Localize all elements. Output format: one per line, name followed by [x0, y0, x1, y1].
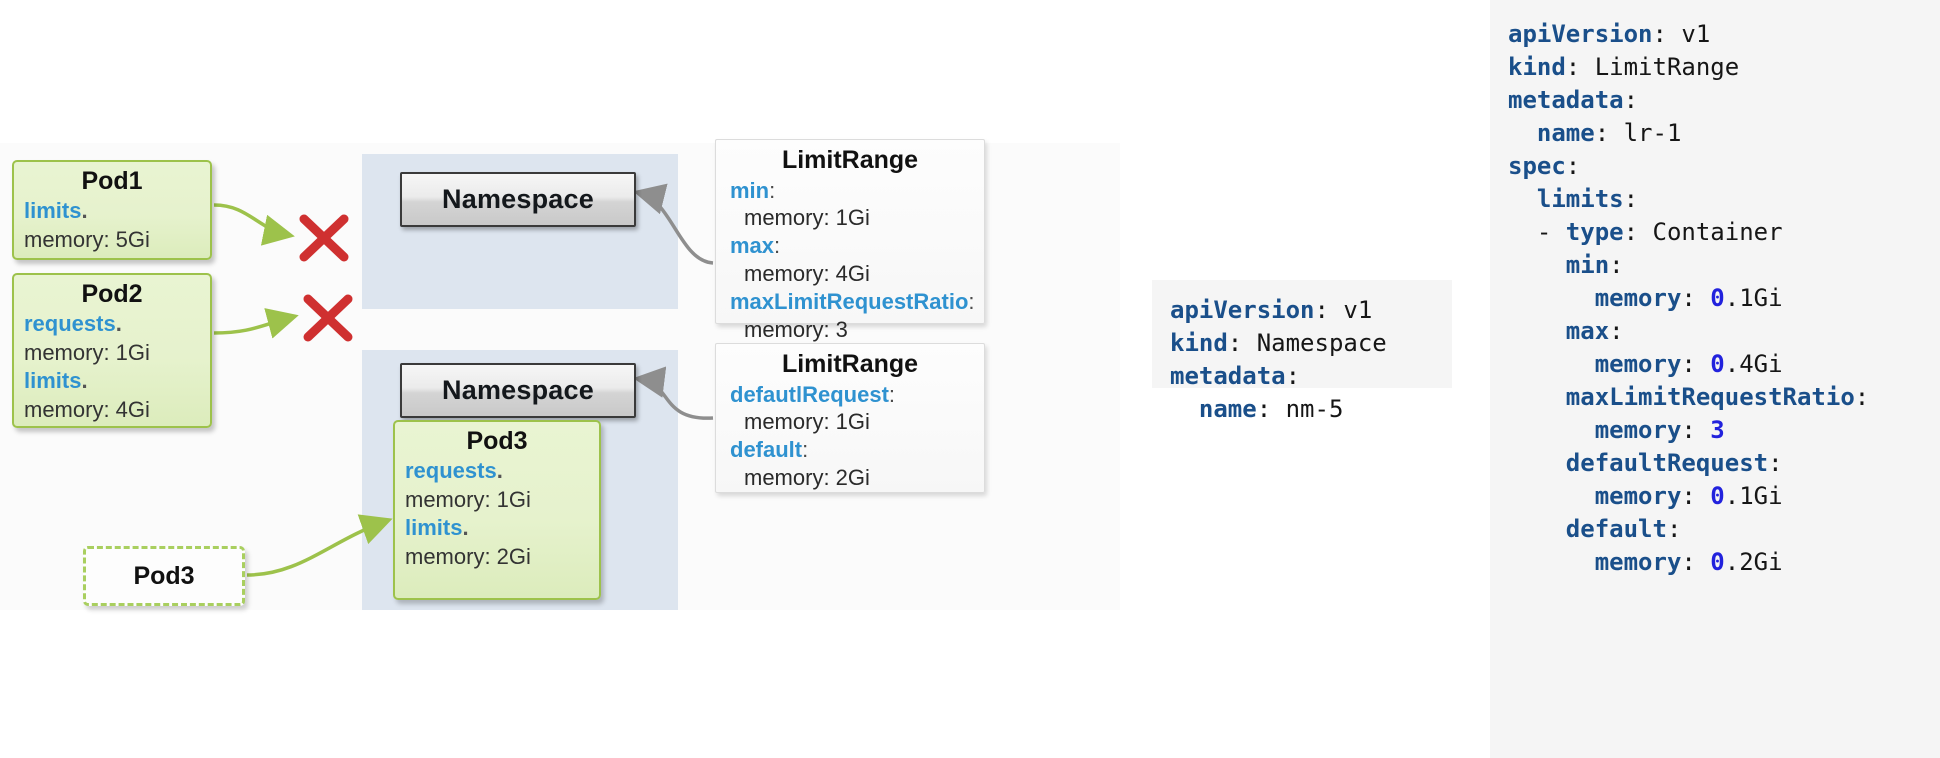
limitrange-1-key-2: maxLimitRequestRatio: — [730, 289, 975, 315]
yaml-line: memory: 0.4Gi — [1508, 350, 1783, 378]
limitrange-1-title: LimitRange — [781, 146, 919, 174]
rejection-cross-pod1-shape — [299, 214, 349, 262]
limitrange-1-val-2: memory: 3 — [744, 317, 848, 343]
limitrange-2-key-1: default: — [730, 437, 809, 463]
pod-box-pod3[interactable]: Pod3 requests. memory: 1Gi limits. memor… — [393, 420, 601, 600]
limitrange-card-2[interactable]: LimitRange defautlRequest: memory: 1Gi d… — [715, 343, 985, 493]
namespace-button-1-label: Namespace — [442, 184, 594, 214]
pod1-title: Pod1 — [81, 167, 143, 195]
yaml-line: - type: Container — [1508, 218, 1783, 246]
pod2-line-1: memory: 1Gi — [24, 339, 150, 365]
yaml-line: memory: 0.1Gi — [1508, 482, 1783, 510]
namespace-button-1[interactable]: Namespace — [400, 172, 636, 227]
yaml-line: min: — [1508, 251, 1624, 279]
rejection-cross-pod2-shape — [303, 294, 353, 342]
yaml-line: limits: — [1508, 185, 1639, 213]
yaml-line: name: nm-5 — [1170, 395, 1344, 423]
namespace-button-2-label: Namespace — [442, 375, 594, 405]
pod3-line-0: requests. — [405, 458, 503, 484]
yaml-line: default: — [1508, 515, 1682, 543]
limitrange-2-val-1: memory: 2Gi — [744, 465, 870, 491]
pod3-line-3: memory: 2Gi — [405, 544, 531, 570]
pod2-title: Pod2 — [81, 280, 143, 308]
yaml-line: spec: — [1508, 152, 1581, 180]
namespace-yaml-block: apiVersion: v1 kind: Namespace metadata: n… — [1152, 280, 1452, 423]
yaml-line: memory: 3 — [1508, 416, 1725, 444]
yaml-line: apiVersion: v1 — [1508, 20, 1711, 48]
yaml-line: memory: 0.1Gi — [1508, 284, 1783, 312]
pod2-line-0: requests. — [24, 311, 122, 337]
yaml-line: maxLimitRequestRatio: — [1508, 383, 1870, 411]
yaml-line: name: lr-1 — [1508, 119, 1682, 147]
yaml-line: defaultRequest: — [1508, 449, 1783, 477]
yaml-line: max: — [1508, 317, 1624, 345]
pod3-line-2: limits. — [405, 515, 469, 541]
limitrange-1-key-0: min: — [730, 177, 776, 203]
yaml-line: kind: LimitRange — [1508, 53, 1740, 81]
pod3-title: Pod3 — [466, 427, 528, 455]
pod-box-pod2[interactable]: Pod2 requests. memory: 1Gi limits. memor… — [12, 273, 212, 428]
limitrange-1-val-1: memory: 4Gi — [744, 261, 870, 287]
limitrange-1-val-0: memory: 1Gi — [744, 205, 870, 231]
pod1-line-1: memory: 5Gi — [24, 226, 150, 252]
pod-box-pod3-pending[interactable]: Pod3 — [83, 546, 245, 606]
yaml-line: kind: Namespace — [1170, 329, 1387, 357]
pod1-line-0: limits. — [24, 198, 88, 224]
pod2-line-2: limits. — [24, 368, 88, 394]
pod2-line-3: memory: 4Gi — [24, 397, 150, 423]
yaml-line: memory: 0.2Gi — [1508, 548, 1783, 576]
namespace-button-2[interactable]: Namespace — [400, 363, 636, 418]
limitrange-card-1[interactable]: LimitRange min: memory: 1Gi max: memory:… — [715, 139, 985, 342]
yaml-line: metadata: — [1508, 86, 1639, 114]
yaml-line: apiVersion: v1 — [1170, 296, 1373, 324]
limitrange-1-key-1: max: — [730, 233, 781, 259]
limitrange-2-val-0: memory: 1Gi — [744, 409, 870, 435]
yaml-line: metadata: — [1170, 362, 1301, 390]
pod3-line-1: memory: 1Gi — [405, 486, 531, 512]
diagram-canvas: Namespace Namespace Pod1 limits. memory:… — [0, 139, 1120, 610]
pod-box-pod1[interactable]: Pod1 limits. memory: 5Gi — [12, 160, 212, 260]
limitrange-2-key-0: defautlRequest: — [730, 381, 896, 407]
limitrange-2-title: LimitRange — [781, 350, 919, 378]
pod3-pending-label: Pod3 — [133, 561, 195, 590]
